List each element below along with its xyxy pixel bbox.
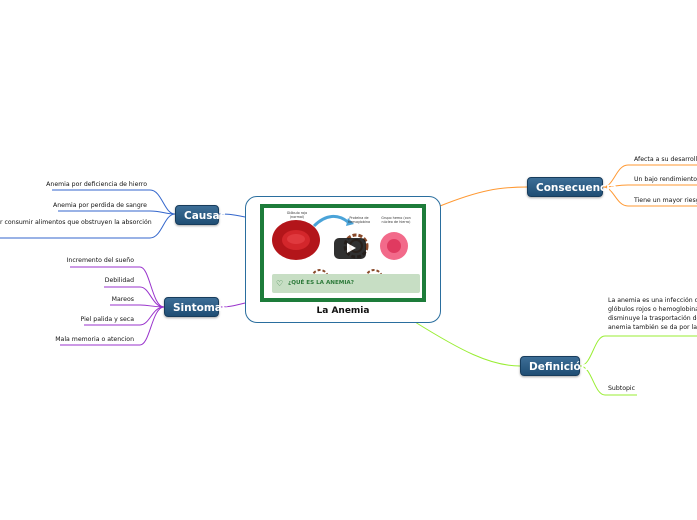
connector-central-causas [218, 213, 246, 218]
connector-sintomas-item-3 [110, 304, 165, 308]
connector-causas-item-1 [52, 189, 176, 215]
definicion-subtopic[interactable]: Subtopic [608, 385, 636, 392]
connector-causas-item-3 [0, 213, 176, 239]
consecuencia-item-1[interactable]: Afecta a su desarrollo [634, 156, 697, 163]
sintomas-item-4[interactable]: Piel palida y seca [80, 316, 134, 323]
causas-item-2[interactable]: Anemia por perdida de sangre [53, 202, 147, 209]
consecuencia-item-3[interactable]: Tiene un mayor riesgo [634, 197, 697, 204]
connector-sintomas-item-5 [60, 306, 165, 346]
label-red-cell: Glóbulo rojo (normal) [286, 211, 308, 219]
video-thumbnail[interactable]: Glóbulo rojo (normal) Proteína de hemogl… [260, 204, 426, 302]
topic-causas[interactable]: Causas [175, 205, 226, 225]
connector-central-consecuencia [439, 186, 528, 207]
central-title: La Anemia [316, 306, 370, 316]
connector-consecuencia-item-2 [602, 184, 697, 188]
label-heme-group: Grupo hemo (con núcleo de hierro) [381, 216, 411, 224]
definicion-item-line-4: anemia también se da por la de [608, 324, 697, 331]
definicion-item-line-2: glóbulos rojos o hemoglobina la [608, 306, 697, 313]
connector-causas-item-2 [58, 210, 176, 215]
connector-sintomas-item-1 [70, 266, 165, 308]
connector-consecuencia-item-3 [602, 186, 697, 207]
sintomas-item-5[interactable]: Mala memoria o atencion [55, 336, 134, 343]
connector-definicion-item-2 [579, 365, 637, 396]
thumbnail-image: Glóbulo rojo (normal) Proteína de hemogl… [264, 208, 422, 298]
play-icon[interactable] [334, 238, 366, 259]
topic-sintomas[interactable]: Sintomas [164, 297, 228, 317]
causas-item-1[interactable]: Anemia por deficiencia de hierro [46, 181, 147, 188]
blood-cells-illustration [272, 215, 408, 287]
connector-definicion-item-1 [579, 335, 697, 367]
connector-sintomas-item-2 [104, 286, 165, 308]
thumbnail-banner: ♡ ¿QUÉ ES LA ANEMIA? [272, 274, 420, 293]
central-topic[interactable]: Glóbulo rojo (normal) Proteína de hemogl… [245, 196, 441, 323]
topic-consecuencia[interactable]: Consecuencia [527, 177, 617, 197]
definicion-item-line-3: disminuye la trasportación de o [608, 315, 697, 322]
connector-consecuencia-item-1 [602, 164, 697, 188]
banner-text: ¿QUÉ ES LA ANEMIA? [288, 280, 355, 286]
consecuencia-item-2[interactable]: Un bajo rendimiento e [634, 176, 697, 183]
definicion-item-line-1[interactable]: La anemia es una infección o ur [608, 297, 697, 304]
sintomas-item-1[interactable]: Incremento del sueño [66, 257, 134, 264]
sintomas-item-2[interactable]: Debilidad [104, 277, 134, 284]
causas-item-3[interactable]: r consumir alimentos que obstruyen la ab… [0, 219, 152, 226]
connector-central-definicion [414, 321, 521, 367]
topic-definicion[interactable]: Definición [520, 356, 588, 376]
connector-central-sintomas [218, 302, 246, 308]
heart-icon: ♡ [276, 279, 284, 288]
label-hemoglobin: Proteína de hemoglobina [347, 216, 371, 224]
sintomas-item-3[interactable]: Mareos [111, 296, 134, 303]
